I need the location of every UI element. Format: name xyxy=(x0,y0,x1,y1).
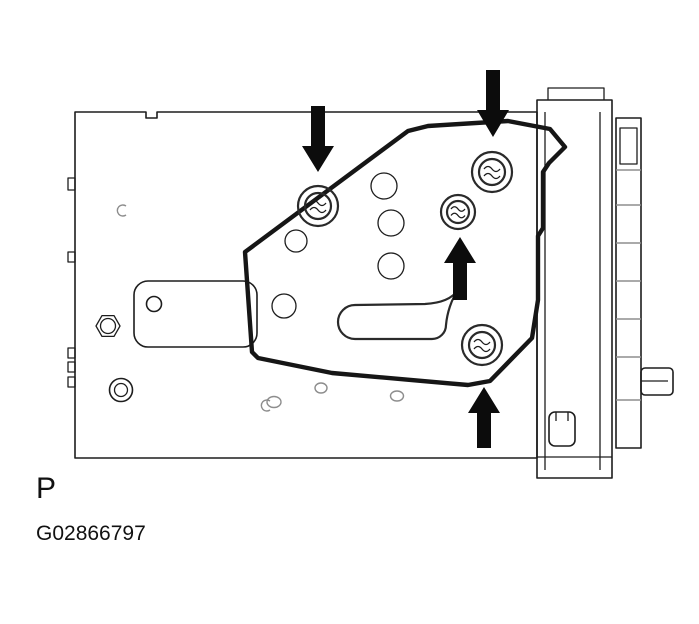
screw-head-icon xyxy=(470,150,514,194)
hole xyxy=(314,382,328,394)
plate-holes xyxy=(271,172,405,319)
rear-panel xyxy=(536,87,613,479)
arrow-down-icon xyxy=(477,70,509,137)
panel-slot xyxy=(548,411,576,447)
hex-bolt-icon xyxy=(95,314,121,338)
slot-opening xyxy=(336,288,460,341)
screw-head-icon xyxy=(296,184,340,228)
main-unit-body xyxy=(67,111,538,459)
screw-head-icon xyxy=(460,323,504,367)
arrow-down-icon xyxy=(302,106,334,172)
left-edge-tabs xyxy=(67,177,76,388)
handle-bracket xyxy=(133,280,258,348)
screw-head-icon xyxy=(439,193,477,231)
arrow-up-icon xyxy=(468,387,500,448)
figure-id: G02866797 xyxy=(36,522,146,545)
mounting-plate xyxy=(242,118,568,388)
connector-strip xyxy=(615,117,674,449)
hole xyxy=(389,390,405,402)
clip-mark-icon xyxy=(116,204,127,217)
figure-label: P xyxy=(36,472,58,505)
strip-louvers xyxy=(616,169,641,401)
side-tab xyxy=(640,367,674,396)
screws xyxy=(296,150,514,367)
grommet-icon xyxy=(108,377,134,403)
hole xyxy=(266,395,282,409)
arrows xyxy=(302,70,509,448)
arrow-up-icon xyxy=(444,237,476,300)
